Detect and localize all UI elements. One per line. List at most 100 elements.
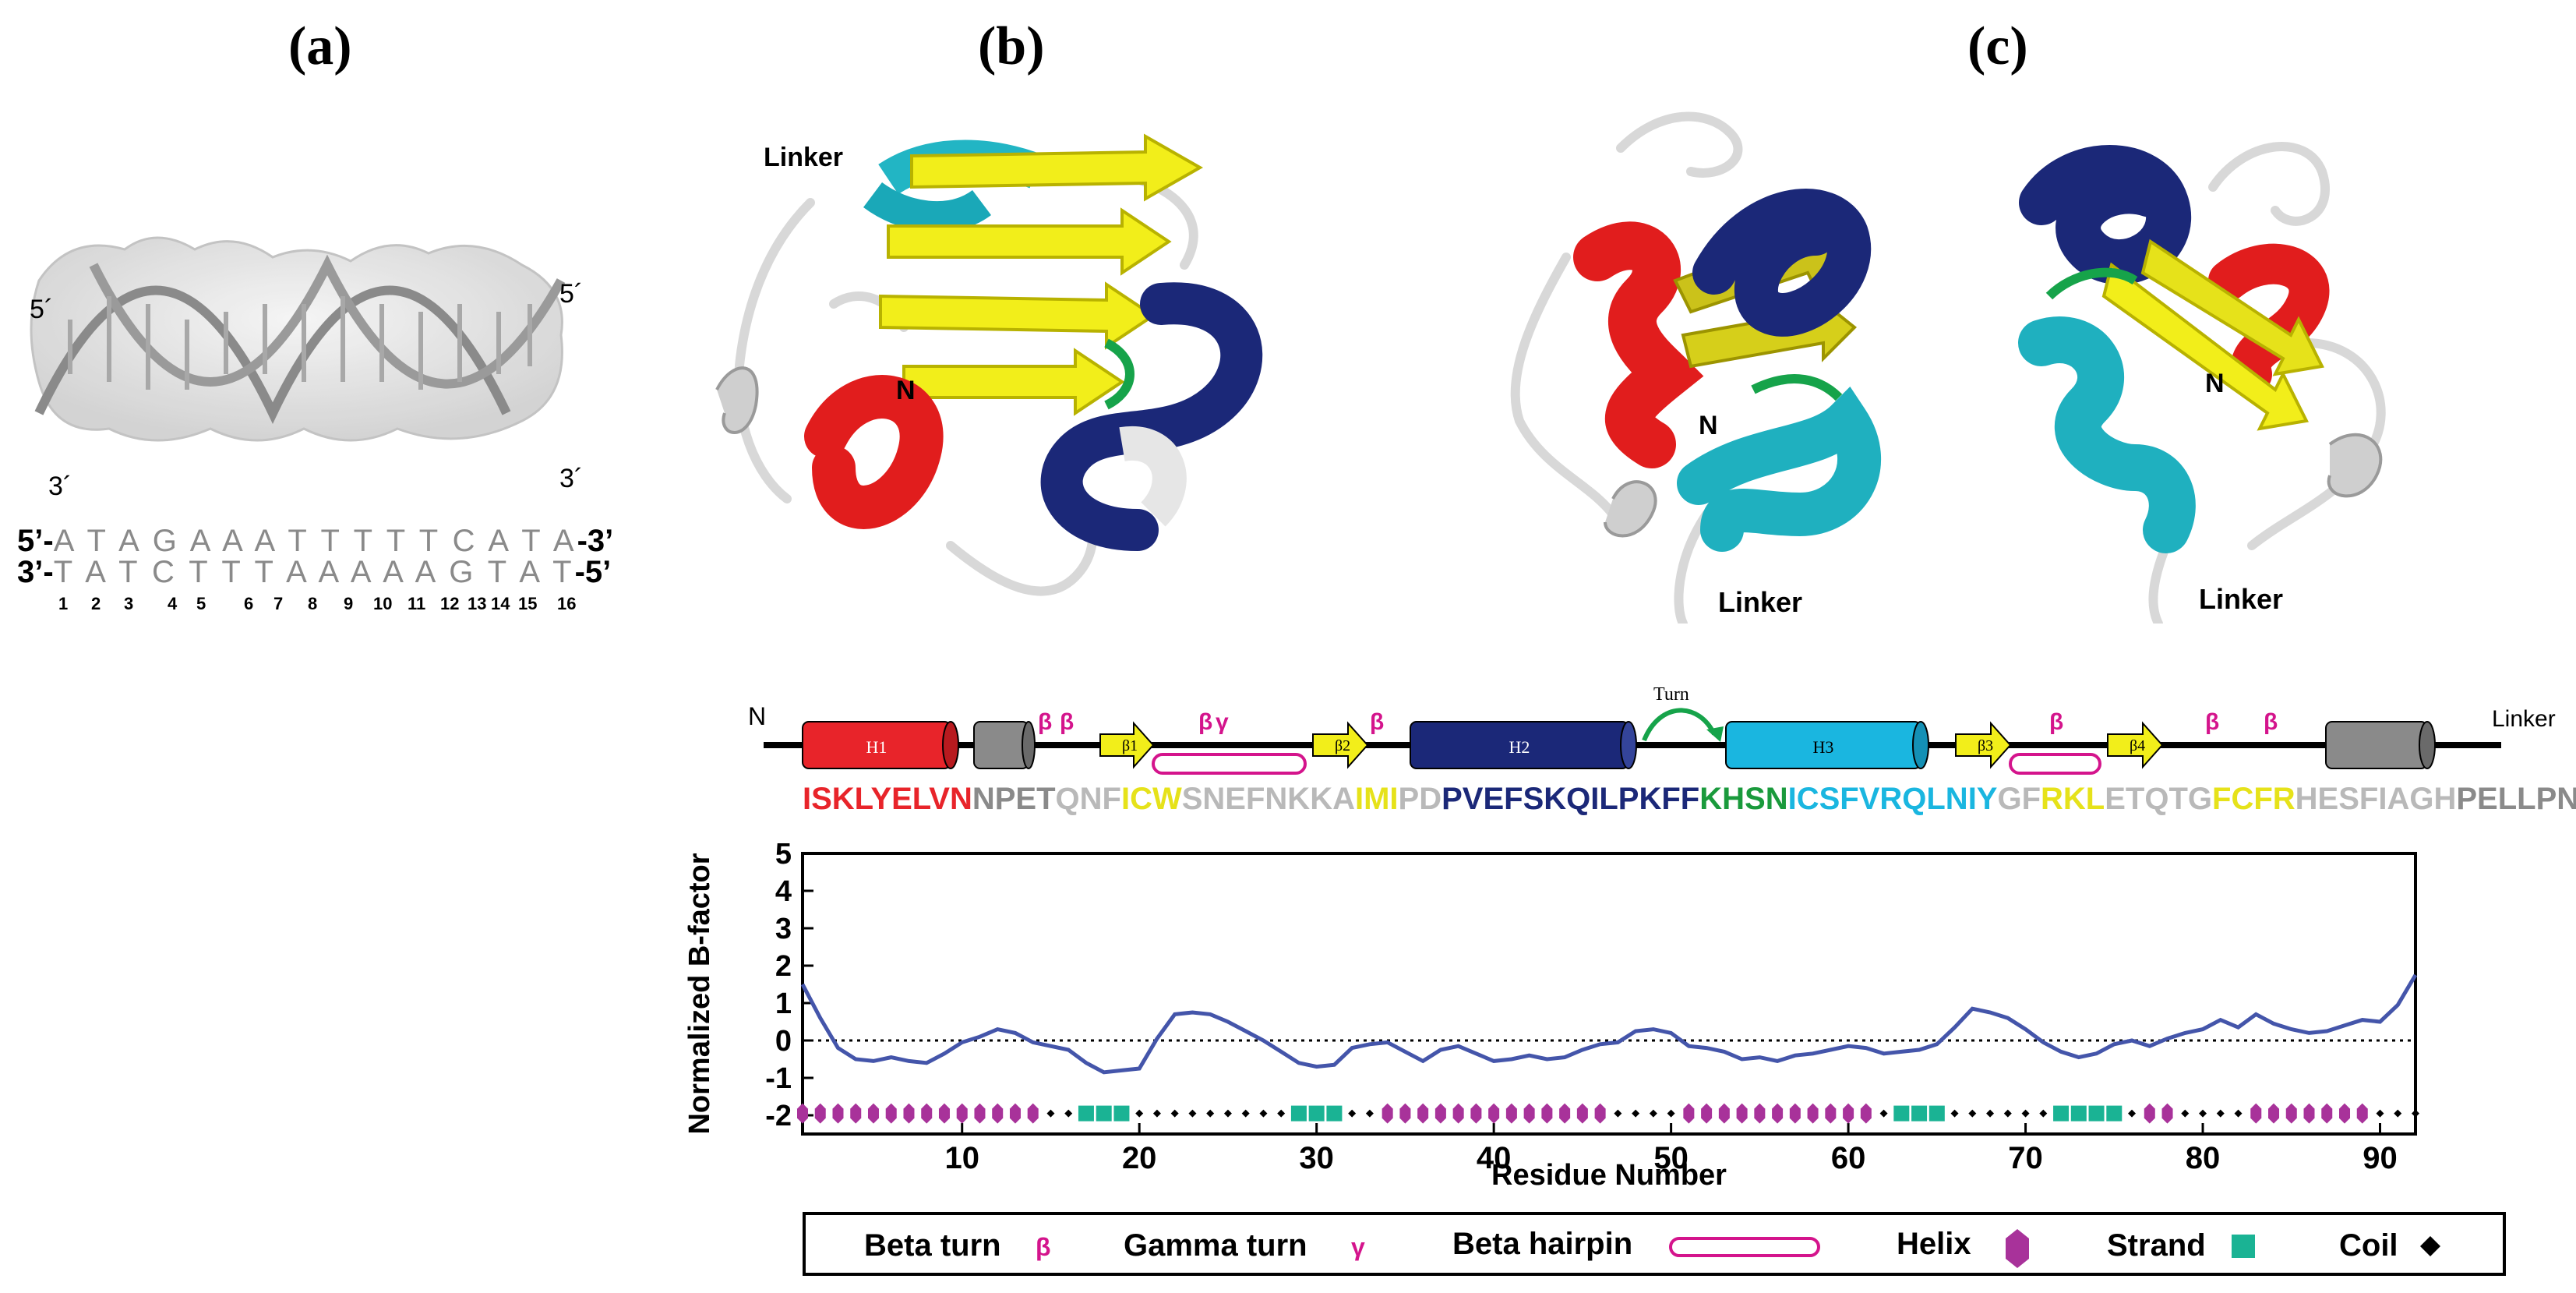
strand1-prefix: 5’-	[17, 524, 54, 558]
dna-end-3-right: 3´	[559, 464, 584, 493]
helix-marker	[903, 1103, 915, 1124]
strand2-suffix: -5’	[574, 555, 612, 589]
helix-marker	[1594, 1103, 1606, 1124]
strand-b4-arrow	[2107, 721, 2164, 769]
dna-position-number: 15	[518, 594, 538, 613]
dna-end-5-left: 5´	[30, 295, 54, 324]
coil-marker	[2003, 1109, 2012, 1118]
helix-marker	[2303, 1103, 2315, 1124]
coil-marker	[2234, 1109, 2243, 1118]
protein-structure-c-view1	[1510, 111, 1882, 624]
helix-marker	[2161, 1103, 2173, 1124]
coil-marker	[1968, 1109, 1977, 1118]
beta-turn-mark: β	[1060, 709, 1074, 735]
helix-marker	[2250, 1103, 2262, 1124]
y-tick-label: 3	[775, 913, 792, 945]
legend-beta-turn: Beta turn	[864, 1228, 1001, 1263]
protein-structure-c-view2	[2018, 142, 2386, 624]
strand-marker	[1113, 1105, 1130, 1122]
topology-diagram: N Linker Turn H1 H2 H3 β1 β2 β3 β4 β β β…	[748, 684, 2556, 775]
label-linker-c2: Linker	[2199, 583, 2284, 615]
strand-marker	[1911, 1105, 1928, 1122]
strand-marker	[1078, 1105, 1094, 1122]
label-n-c2: N	[2205, 369, 2225, 398]
sequence-segment: SNEFNKKA	[1181, 782, 1355, 816]
sequence-segment: ICSFVRQLNIY	[1787, 782, 1998, 816]
sequence-segment: FCFR	[2212, 782, 2295, 816]
helix-marker	[992, 1103, 1004, 1124]
strand-marker	[1290, 1105, 1307, 1122]
sequence-segment: ETQTG	[2105, 782, 2213, 816]
coil-cylinder-1	[973, 721, 1036, 769]
legend-coil: Coil	[2339, 1228, 2398, 1263]
x-tick-label: 50	[1653, 1141, 1689, 1175]
y-tick-label: 2	[775, 950, 792, 983]
helix-marker	[1452, 1103, 1464, 1124]
helix-marker	[1417, 1103, 1429, 1124]
y-tick-label: 4	[775, 875, 792, 908]
dna-position-number: 12	[440, 594, 460, 613]
helix-marker	[850, 1103, 862, 1124]
helix-marker	[2268, 1103, 2280, 1124]
x-tick-label: 70	[2008, 1141, 2043, 1175]
y-tick-label: 5	[775, 842, 792, 871]
helix-marker	[1541, 1103, 1553, 1124]
helix-marker	[1027, 1103, 1039, 1124]
helix-marker	[867, 1103, 879, 1124]
helix-marker	[1718, 1103, 1730, 1124]
coil-cylinder-2	[2325, 721, 2436, 769]
topology-c-term: Linker	[2492, 706, 2556, 732]
helix-h2-label: H2	[1509, 737, 1530, 757]
panel-label-b: (b)	[978, 16, 1045, 76]
secondary-structure-markers	[797, 1103, 2419, 1124]
beta-turn-mark: β	[2264, 709, 2278, 735]
helix-marker	[2144, 1103, 2155, 1124]
sequence-segment: PVEFSKQILPKFF	[1442, 782, 1700, 816]
x-tick-label: 80	[2186, 1141, 2221, 1175]
y-tick-label: -2	[765, 1100, 792, 1132]
helix-marker	[1807, 1103, 1819, 1124]
helix-marker	[1399, 1103, 1411, 1124]
coil-marker	[1986, 1109, 1995, 1118]
helix-marker	[1559, 1103, 1571, 1124]
coil-marker	[1277, 1109, 1286, 1118]
helix-marker	[1825, 1103, 1837, 1124]
helix-marker	[797, 1103, 808, 1124]
coil-marker	[1135, 1109, 1144, 1118]
dna-strand-2: 3’-T A T C T T T A A A A A G T A T-5’	[17, 555, 611, 590]
coil-marker	[2199, 1109, 2207, 1118]
helix-marker	[974, 1103, 986, 1124]
helix-marker	[2285, 1103, 2297, 1124]
coil-marker	[1614, 1109, 1622, 1118]
helix-marker	[885, 1103, 897, 1124]
coil-marker	[2128, 1109, 2137, 1118]
helix-marker	[1382, 1103, 1393, 1124]
sequence-segment: PD	[1398, 782, 1442, 816]
dna-position-number: 10	[373, 594, 393, 613]
legend-beta-hairpin: Beta hairpin	[1452, 1227, 1632, 1261]
strand-marker	[2088, 1105, 2105, 1122]
helix-marker	[938, 1103, 950, 1124]
y-tick-label: -1	[765, 1062, 792, 1095]
legend-coil-icon	[2420, 1236, 2440, 1256]
helix-h1-label: H1	[866, 737, 887, 757]
helix-marker	[921, 1103, 933, 1124]
coil-marker	[1348, 1109, 1357, 1118]
coil-marker	[1170, 1109, 1179, 1118]
turn-arrow	[1642, 708, 1717, 742]
dna-position-number: 5	[196, 594, 206, 613]
helix-marker	[1754, 1103, 1766, 1124]
sequence-segment: GF	[1997, 782, 2041, 816]
dna-position-number: 13	[468, 594, 487, 613]
sequence-segment: IMI	[1354, 782, 1399, 816]
hairpin-1	[1152, 753, 1307, 775]
sequence-segment: ISKLYELVN	[803, 782, 972, 816]
helix-marker	[832, 1103, 844, 1124]
coil-marker	[1241, 1109, 1250, 1118]
coil-marker	[1950, 1109, 1959, 1118]
helix-h1-cylinder	[802, 721, 959, 769]
helix-marker	[1434, 1103, 1446, 1124]
